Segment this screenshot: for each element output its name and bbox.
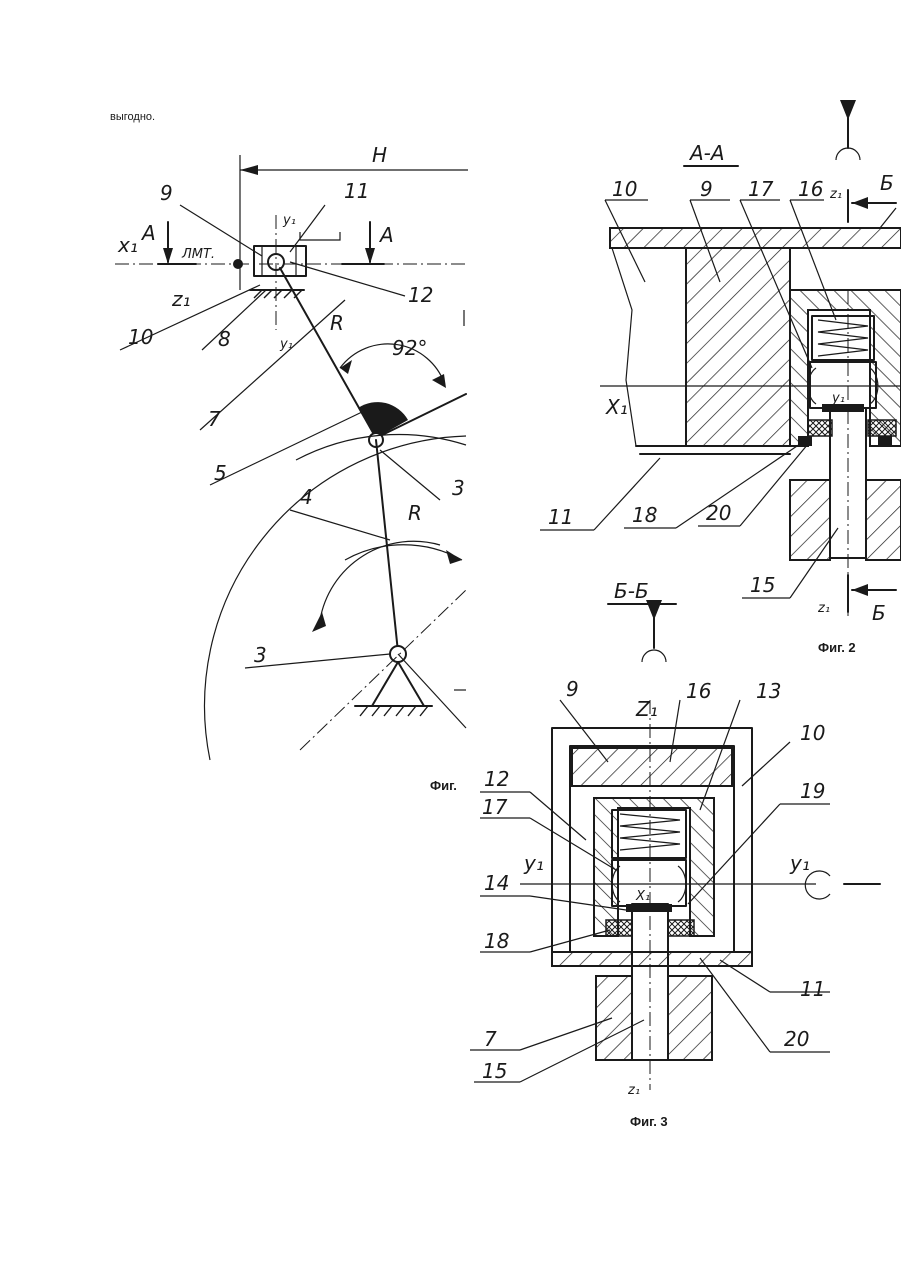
- fig2-part-9: 9: [700, 177, 713, 201]
- fig1-part-3-lower: 3: [254, 643, 267, 667]
- fig2-y1-label: y₁: [831, 391, 845, 406]
- fig3-z1-bottom: z₁: [627, 1083, 640, 1098]
- fig2-x1-label: X₁: [605, 395, 628, 419]
- fig2-body-9: [686, 248, 790, 446]
- y1-top-label: y₁: [282, 213, 296, 228]
- lmt-label: ЛМТ.: [181, 247, 215, 262]
- fig1-part-10: 10: [128, 325, 153, 349]
- fig2-b-bottom: Б: [872, 601, 886, 625]
- fig1-part-9: 9: [160, 181, 173, 205]
- fig3-part-7: 7: [484, 1027, 497, 1051]
- figure-1: H x₁ ЛМТ. A A y₁ y₁ z₁: [110, 140, 468, 793]
- fig3-part-20: 20: [784, 1027, 809, 1051]
- fig3-section-label: Б-Б: [614, 579, 649, 603]
- figure-3: Б-Б Z₁ X₁ y₁ y₁ z₁: [470, 579, 880, 1129]
- fig2-top-plate: [610, 228, 901, 248]
- fig3-part-12: 12: [484, 767, 509, 791]
- fig2-z1-bottom: z₁: [817, 601, 830, 616]
- fig2-part-15: 15: [750, 573, 775, 597]
- fig1-caption: Фиг.: [430, 778, 457, 793]
- fig2-part-16: 16: [798, 177, 823, 201]
- y1-bottom-label: y₁: [279, 337, 293, 352]
- fig3-part-9: 9: [566, 677, 579, 701]
- fig2-part-18: 18: [632, 503, 657, 527]
- fig1-part-11: 11: [344, 179, 369, 203]
- fig3-y1-left: y₁: [523, 851, 544, 875]
- fig3-part-11: 11: [800, 977, 825, 1001]
- fig1-part-7: 7: [208, 407, 221, 431]
- fig3-part-13: 13: [756, 679, 781, 703]
- x1-axis-label: x₁: [117, 233, 138, 257]
- fig1-part-5: 5: [214, 461, 227, 485]
- fig2-part-17: 17: [748, 177, 774, 201]
- fig3-part-17: 17: [482, 795, 508, 819]
- dim-h-label: H: [372, 143, 387, 167]
- fig3-part-14: 14: [484, 871, 509, 895]
- z1-label: z₁: [171, 287, 191, 311]
- fig3-part-16: 16: [686, 679, 711, 703]
- section-a-left: A: [140, 221, 156, 245]
- fig3-part-19: 19: [800, 779, 825, 803]
- lmt-point: [233, 259, 243, 269]
- fig3-caption: Фиг. 3: [630, 1114, 668, 1129]
- fig1-part-8: 8: [218, 327, 231, 351]
- fig3-x1-label: X₁: [635, 889, 650, 904]
- fig2-part-10: 10: [612, 177, 637, 201]
- fig3-part-18: 18: [484, 929, 509, 953]
- fig2-part-20: 20: [706, 501, 731, 525]
- fig1-part-4: 4: [300, 485, 313, 509]
- r-upper-label: R: [330, 311, 344, 335]
- fig2-section-label: A-A: [688, 141, 725, 165]
- figure-2: A-A z₁ Б y₁: [540, 118, 901, 655]
- section-a-right: A: [378, 223, 394, 247]
- fig3-plate-9: [572, 748, 732, 786]
- fig1-part-12: 12: [408, 283, 433, 307]
- fig3-part-15: 15: [482, 1059, 507, 1083]
- fig2-z1-top: z₁: [829, 187, 842, 202]
- angle-label: 92°: [392, 336, 427, 360]
- fig3-y1-right: y₁: [789, 851, 810, 875]
- fig2-part-11: 11: [548, 505, 573, 529]
- fig1-part-3-upper: 3: [452, 476, 465, 500]
- fig3-part-10: 10: [800, 721, 825, 745]
- fig2-b-top: Б: [880, 171, 894, 195]
- fig2-caption: Фиг. 2: [818, 640, 856, 655]
- fig3-z1-top: Z₁: [635, 697, 658, 721]
- top-text: выгодно.: [110, 111, 155, 123]
- r-lower-label: R: [408, 501, 422, 525]
